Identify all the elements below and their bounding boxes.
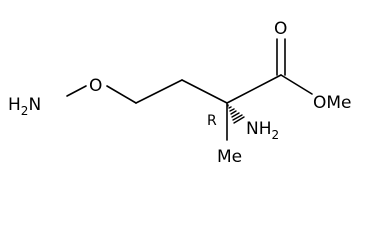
ester-group-label: OMe (313, 93, 352, 113)
bond-carbonyl-ester-oxygen (280, 74, 313, 95)
stereo-descriptor-label: R (207, 113, 217, 129)
atom-labels: H2N O O OMe R NH2 Me (8, 19, 352, 167)
ether-oxygen-label: O (89, 76, 102, 96)
hashed-wedge-bond (227, 104, 245, 124)
amine-left-n: N (28, 95, 41, 115)
structure-diagram: H2N O O OMe R NH2 Me (8, 19, 352, 167)
carbonyl-oxygen-label: O (274, 19, 287, 39)
methyl-label: Me (217, 147, 242, 167)
bond-o-ch2a (106, 85, 137, 104)
bond-n-o (66, 85, 87, 97)
amine-left-label: H2N (8, 95, 41, 118)
amine-right-label: NH2 (246, 119, 279, 142)
amine-left-subscript: 2 (21, 104, 29, 118)
bond-stereocenter-carbonyl-carbon (226, 74, 282, 104)
bond-ch2a-ch2b (135, 79, 183, 104)
amine-left-h: H (8, 95, 21, 115)
amine-right-nh: NH (246, 119, 272, 139)
amine-right-subscript: 2 (272, 128, 280, 142)
bond-layer (66, 38, 313, 141)
bond-ch2b-stereocenter (181, 79, 228, 104)
